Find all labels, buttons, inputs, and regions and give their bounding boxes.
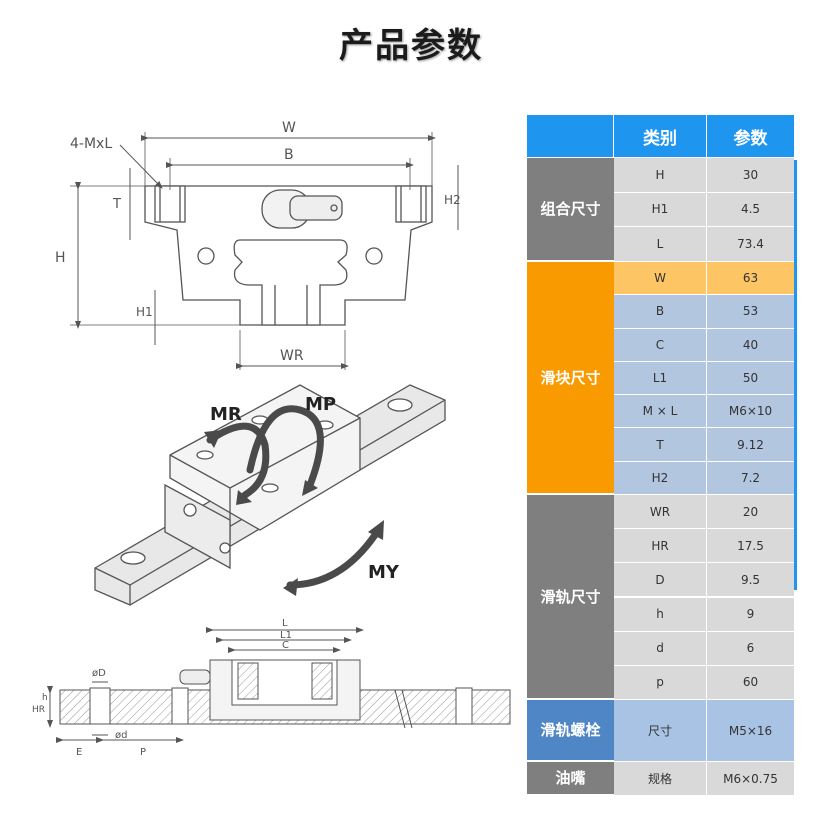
param-name: p (614, 665, 707, 700)
label-hr: HR (32, 705, 45, 715)
param-name: HR (614, 529, 707, 564)
label-h2: H2 (444, 193, 461, 207)
group-label: 滑块尺寸 (527, 262, 614, 495)
param-name: M × L (614, 395, 707, 429)
label-mr: MR (210, 404, 242, 425)
param-value: 20 (707, 495, 795, 530)
param-name: W (614, 262, 707, 296)
param-name: 规格 (614, 762, 707, 796)
label-p: P (140, 747, 146, 758)
group-label: 油嘴 (527, 762, 614, 796)
label-h1: H1 (136, 305, 153, 319)
label-w: W (282, 120, 296, 136)
param-value: 9.5 (707, 563, 795, 598)
param-value: 53 (707, 295, 795, 329)
param-name: H (614, 158, 707, 193)
label-t: T (112, 197, 121, 212)
param-value: 9.12 (707, 428, 795, 462)
param-value: 6 (707, 631, 795, 666)
param-name: L1 (614, 361, 707, 396)
param-name: h (614, 597, 707, 632)
param-name: H2 (614, 461, 707, 495)
param-name: D (614, 563, 707, 598)
param-value: 9 (707, 597, 795, 632)
label-h: H (55, 250, 66, 266)
param-value: M6×10 (707, 395, 795, 429)
param-value: M6×0.75 (707, 762, 795, 796)
header-value: 参数 (707, 115, 795, 158)
label-mxl: 4-MxL (70, 136, 112, 152)
group-label: 组合尺寸 (527, 158, 614, 262)
param-name: T (614, 428, 707, 462)
header-blank (527, 115, 614, 158)
moment-arrowheads (204, 430, 384, 596)
front-view (70, 132, 459, 370)
label-l1: L1 (280, 630, 292, 641)
label-hh: h (42, 693, 48, 703)
param-value: 63 (707, 262, 795, 296)
param-value: 7.2 (707, 461, 795, 495)
label-wr: WR (280, 348, 304, 364)
param-name: L (614, 227, 707, 262)
label-osd: ød (115, 730, 127, 741)
moment-arrows (206, 405, 379, 589)
table-accent-bar (794, 160, 797, 590)
label-my: MY (368, 562, 400, 583)
page-title: 产品参数 (339, 26, 483, 66)
header-category: 类别 (614, 115, 707, 158)
param-value: 40 (707, 328, 795, 362)
side-view (47, 627, 511, 743)
label-od: øD (92, 668, 106, 679)
label-l: L (282, 618, 288, 629)
param-name: WR (614, 495, 707, 530)
param-value: 73.4 (707, 227, 795, 262)
param-value: 50 (707, 361, 795, 396)
param-value: 60 (707, 665, 795, 700)
param-value: 30 (707, 158, 795, 193)
label-c: C (282, 640, 289, 651)
param-name: d (614, 631, 707, 666)
label-b: B (284, 147, 294, 163)
param-value: 17.5 (707, 529, 795, 564)
group-label: 滑轨螺栓 (527, 700, 614, 762)
param-name: 尺寸 (614, 700, 707, 762)
param-name: C (614, 328, 707, 362)
label-mp: MP (305, 394, 336, 415)
group-label: 滑轨尺寸 (527, 495, 614, 700)
param-name: H1 (614, 192, 707, 228)
label-e: E (76, 747, 82, 758)
param-name: B (614, 295, 707, 329)
table-header: 类别 参数 (527, 115, 795, 158)
param-value: M5×16 (707, 700, 795, 762)
param-value: 4.5 (707, 192, 795, 228)
